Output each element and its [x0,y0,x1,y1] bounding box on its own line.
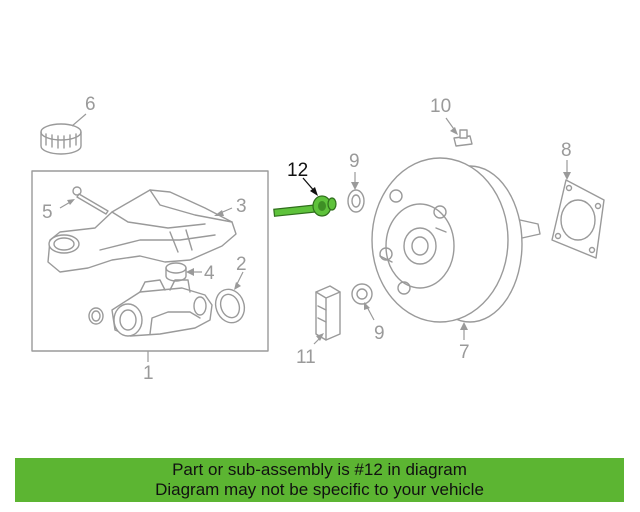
callout-1: 1 [143,363,154,384]
callout-10: 10 [430,96,451,117]
callout-11: 11 [296,347,316,368]
callout-3: 3 [236,196,247,217]
callout-6: 6 [85,94,96,115]
part-5-bolt [59,186,109,215]
part-8-gasket [551,160,605,259]
part-2-o-ring [214,271,246,324]
part-10-bolt [445,117,473,147]
part-11-bracket [313,285,341,345]
part-7-brake-booster [371,157,541,340]
part-9-seal-upper [347,172,365,213]
part-12-highlighted-bolt [273,177,337,217]
part-6-reservoir-cap [40,113,87,155]
callout-9-upper: 9 [349,151,360,172]
callout-12: 12 [287,160,308,181]
callout-2: 2 [236,254,247,275]
info-banner: Part or sub-assembly is #12 in diagram D… [15,458,624,502]
part-9-seal-lower [351,283,375,321]
banner-line-2: Diagram may not be specific to your vehi… [155,480,484,499]
callout-9-lower: 9 [374,323,385,344]
callout-5: 5 [42,202,53,223]
callout-4: 4 [204,263,215,284]
callout-7: 7 [459,342,470,363]
banner-line-1: Part or sub-assembly is #12 in diagram [172,460,467,479]
part-1-master-cylinder-body [88,279,213,337]
part-4-grommet [165,262,202,282]
part-1-master-cylinder-box [31,170,269,362]
callout-8: 8 [561,140,572,161]
part-3-reservoir [47,189,237,273]
